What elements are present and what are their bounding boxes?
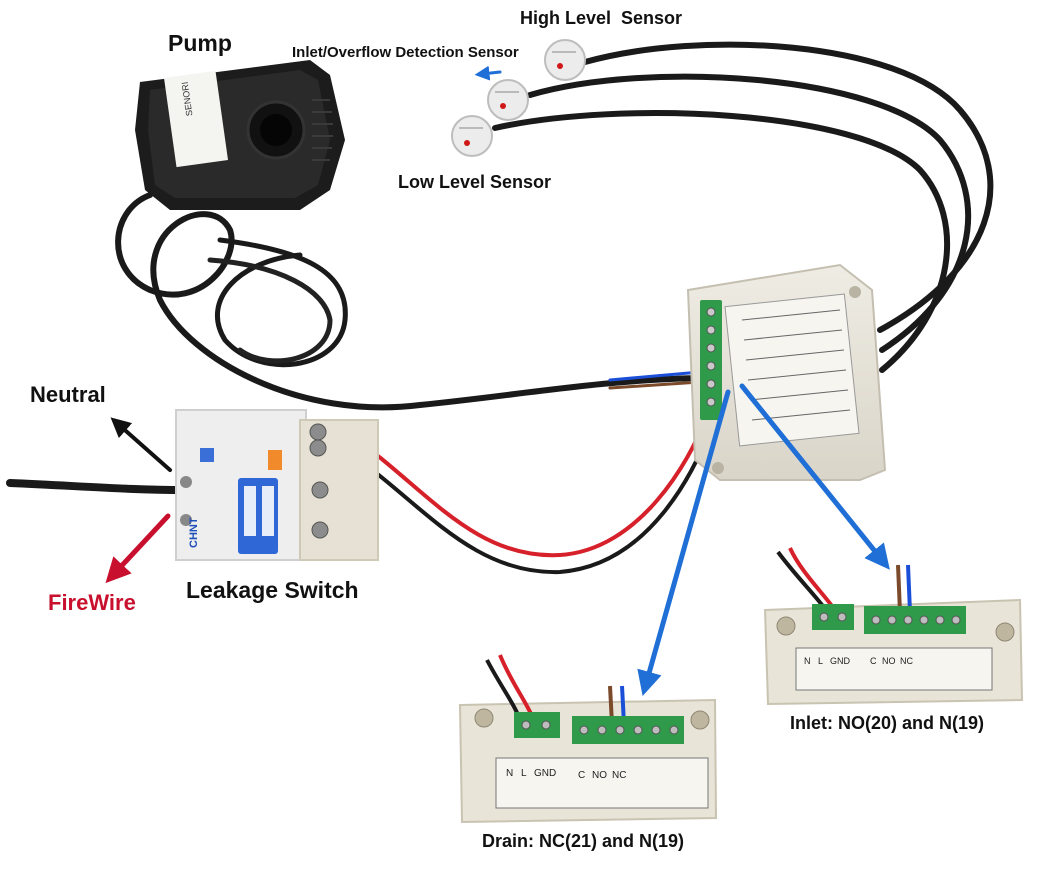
inlet-inset-term-gnd: GND <box>830 656 851 666</box>
pump-wire-brown <box>608 380 702 390</box>
annotation-arrows <box>105 65 890 697</box>
breaker-brand: CHNT <box>188 517 200 548</box>
inlet-overflow-sensor-label: Inlet/Overflow Detection Sensor <box>292 44 519 61</box>
drain-inset-relay-c: C <box>578 770 585 781</box>
drain-inset-term-gnd: GND <box>534 768 556 779</box>
pump-label: Pump <box>168 30 232 56</box>
arrow-neutral-icon <box>110 417 172 472</box>
drain-inset-relay-nc: NC <box>612 770 626 781</box>
pump: SENORI <box>135 60 345 210</box>
low-level-sensor <box>451 115 493 157</box>
low-level-sensor-label: Low Level Sensor <box>398 172 552 192</box>
cables <box>6 41 994 575</box>
high-level-sensor <box>544 39 586 81</box>
drain-inset: N L GND C NO NC <box>455 650 720 828</box>
pump-wire-blue <box>608 370 702 382</box>
leakage-switch: CHNT <box>175 409 379 561</box>
drain-inset-relay-no: NO <box>592 770 607 781</box>
inlet-inset-relay-c: C <box>870 656 877 666</box>
arrow-overflow-sensor-icon <box>474 65 502 81</box>
drain-inset-term-l: L <box>521 768 527 779</box>
arrow-inlet-icon <box>739 383 890 570</box>
pump-cable-loop-2 <box>207 257 333 364</box>
pump-brand: SENORI <box>180 81 195 117</box>
overflow-sensor <box>487 79 529 121</box>
sensor-cable-high <box>582 41 994 333</box>
controller-box <box>686 263 887 481</box>
drain-inset-term-n: N <box>506 768 513 779</box>
leakage-switch-label: Leakage Switch <box>186 577 359 603</box>
mains-cable <box>6 479 189 494</box>
output-wire-black <box>343 423 714 575</box>
inlet-inset-relay-nc: NC <box>900 656 913 666</box>
arrow-firewire-icon <box>105 513 171 584</box>
inlet-inset-term-n: N <box>804 656 811 666</box>
arrow-drain-icon <box>637 389 731 697</box>
pump-cable-loop <box>215 237 348 368</box>
pump-cable <box>115 192 703 411</box>
inlet-inset-relay-no: NO <box>882 656 896 666</box>
high-level-sensor-label: High Level Sensor <box>520 8 683 28</box>
sensor-cable-overflow <box>527 73 972 353</box>
inlet-terminals-label: Inlet: NO(20) and N(19) <box>790 713 985 733</box>
level-sensors <box>451 39 586 157</box>
neutral-label: Neutral <box>30 382 106 407</box>
inlet-inset: N L GND C NO NC <box>760 547 1028 708</box>
drain-terminals-label: Drain: NC(21) and N(19) <box>482 831 685 851</box>
output-wire-red <box>343 418 707 558</box>
sensor-cable-low <box>492 110 950 373</box>
inlet-inset-term-l: L <box>818 656 823 666</box>
firewire-label: FireWire <box>48 590 136 615</box>
